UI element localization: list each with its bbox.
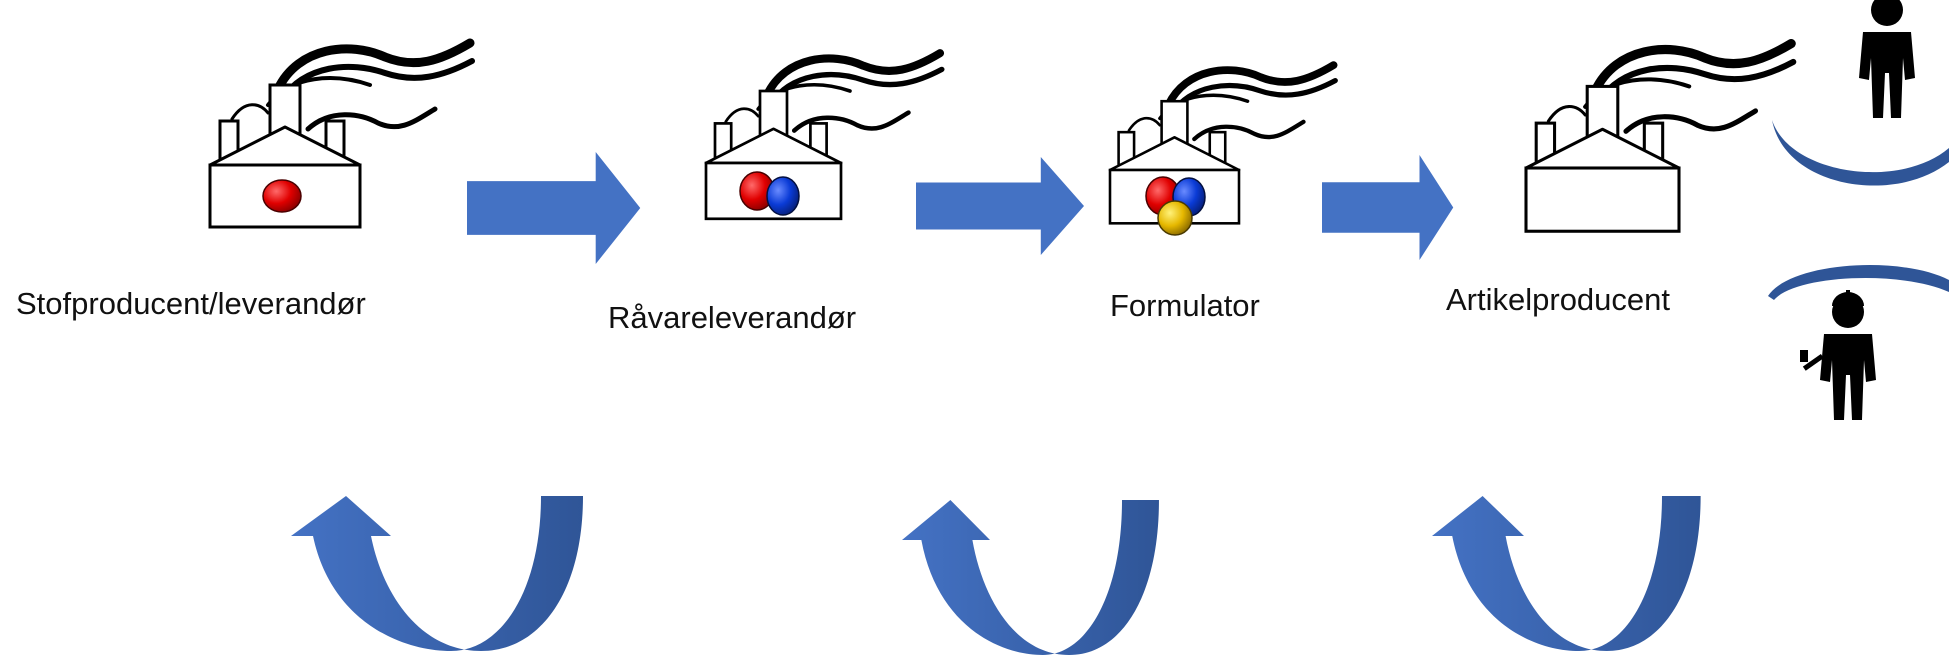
factory-icon-4 bbox=[1526, 44, 1793, 232]
node-label-raw-material-supplier: Råvareleverandør bbox=[608, 300, 857, 335]
node-label-article-producer: Artikelproducent bbox=[1446, 282, 1671, 317]
flow-arrow-1 bbox=[467, 152, 641, 264]
node-label-substance-producer: Stofproducent/leverandør bbox=[16, 286, 366, 321]
return-arrow-3 bbox=[1432, 496, 1701, 651]
substance-balls-2 bbox=[739, 171, 800, 216]
flow-arrow-2 bbox=[916, 157, 1084, 255]
node-label-formulator: Formulator bbox=[1110, 288, 1260, 323]
consumer-icon bbox=[1859, 0, 1915, 118]
substance-balls-1 bbox=[262, 179, 302, 213]
substance-balls-3 bbox=[1145, 176, 1206, 236]
factory-icon-3 bbox=[1110, 65, 1335, 223]
curved-arrow-to-worker bbox=[1768, 265, 1949, 300]
return-arrow-2 bbox=[902, 500, 1159, 655]
flow-arrow-3 bbox=[1322, 155, 1454, 260]
return-arrow-1 bbox=[291, 496, 583, 651]
worker-icon bbox=[1800, 290, 1876, 420]
factory-icon-1 bbox=[210, 43, 472, 227]
curved-arrow-to-consumer bbox=[1772, 120, 1949, 186]
